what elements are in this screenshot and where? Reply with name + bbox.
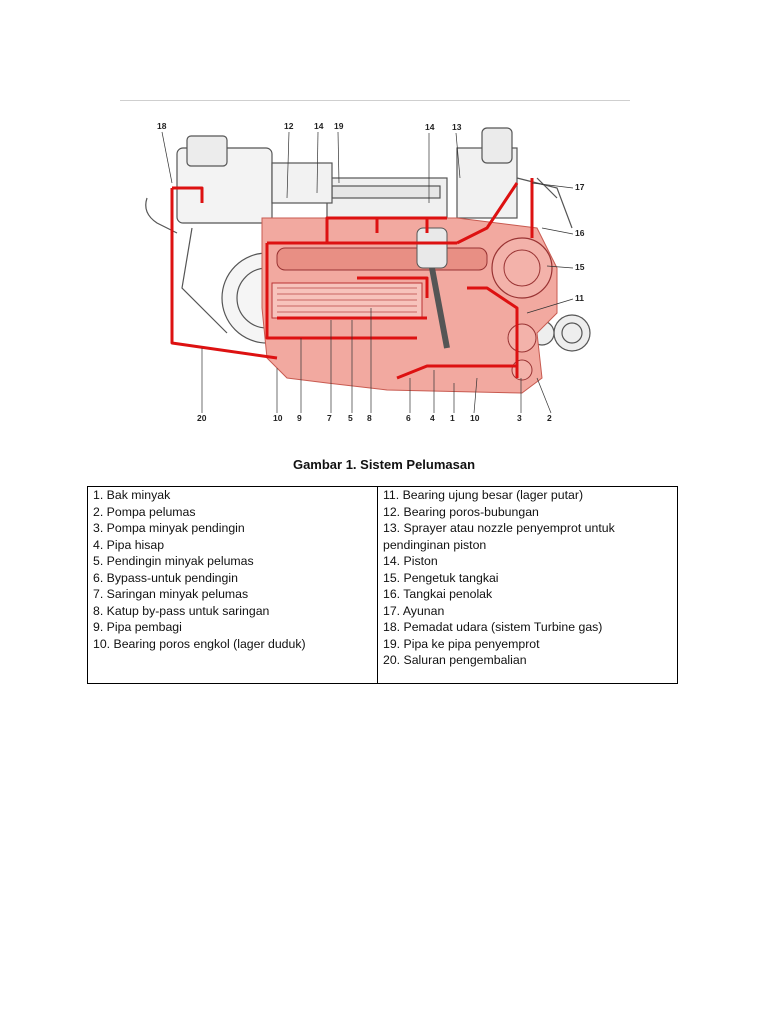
svg-text:19: 19 bbox=[334, 121, 344, 131]
svg-text:11: 11 bbox=[575, 293, 584, 303]
engine-lubrication-figure: 18 12 14 19 14 13 17 16 15 11 20 10 9 7 … bbox=[127, 108, 610, 438]
legend-item: 3. Pompa minyak pendingin bbox=[93, 521, 245, 535]
svg-text:8: 8 bbox=[367, 413, 372, 423]
legend-item: 20. Saluran pengembalian bbox=[383, 653, 527, 667]
legend-item: 2. Pompa pelumas bbox=[93, 504, 196, 519]
legend-item: 12. Bearing poros-bubungan bbox=[383, 504, 539, 519]
svg-text:10: 10 bbox=[470, 413, 480, 423]
svg-text:2: 2 bbox=[547, 413, 552, 423]
top-rule bbox=[120, 100, 630, 101]
lubrication-zone bbox=[261, 217, 558, 394]
svg-text:16: 16 bbox=[575, 228, 585, 238]
svg-text:6: 6 bbox=[406, 413, 411, 423]
legend-column-left: 1. Bak minyak 2. Pompa pelumas 3. Pompa … bbox=[88, 487, 378, 683]
svg-text:1: 1 bbox=[450, 413, 455, 423]
callout-labels-bottom: 20 10 9 7 5 8 6 4 1 10 3 2 bbox=[197, 413, 552, 423]
svg-text:18: 18 bbox=[157, 121, 167, 131]
legend-item: 7. Saringan minyak pelumas bbox=[93, 587, 249, 601]
svg-text:4: 4 bbox=[430, 413, 435, 423]
figure-caption: Gambar 1. Sistem Pelumasan bbox=[292, 457, 476, 472]
legend-item: 11. Bearing ujung besar (lager putar) bbox=[383, 488, 584, 502]
legend-item: 15. Pengetuk tangkai bbox=[383, 570, 499, 585]
legend-column-right: 11. Bearing ujung besar (lager putar) 12… bbox=[378, 487, 677, 683]
legend-item: 9. Pipa pembagi bbox=[93, 620, 182, 634]
svg-text:10: 10 bbox=[273, 413, 283, 423]
svg-text:14: 14 bbox=[425, 122, 435, 132]
legend-table: 1. Bak minyak 2. Pompa pelumas 3. Pompa … bbox=[87, 486, 678, 684]
callout-labels-top: 18 12 14 19 14 13 bbox=[157, 121, 462, 132]
legend-item: 16. Tangkai penolak bbox=[383, 587, 493, 601]
svg-text:7: 7 bbox=[327, 413, 332, 423]
svg-text:9: 9 bbox=[297, 413, 302, 423]
legend-item: 1. Bak minyak bbox=[93, 488, 171, 502]
legend-item: 4. Pipa hisap bbox=[93, 537, 165, 552]
svg-text:5: 5 bbox=[348, 413, 353, 423]
callout-leaders bbox=[161, 131, 574, 414]
svg-text:17: 17 bbox=[575, 182, 585, 192]
svg-text:15: 15 bbox=[575, 262, 585, 272]
callout-labels-right: 17 16 15 11 bbox=[575, 182, 585, 303]
legend-item: 14. Piston bbox=[383, 554, 438, 568]
legend-item: 6. Bypass-untuk pendingin bbox=[93, 570, 238, 585]
svg-text:13: 13 bbox=[452, 122, 462, 132]
svg-text:14: 14 bbox=[314, 121, 324, 131]
legend-item: 17. Ayunan bbox=[383, 603, 445, 618]
oil-lines bbox=[170, 178, 534, 380]
svg-text:12: 12 bbox=[284, 121, 294, 131]
svg-text:3: 3 bbox=[517, 413, 522, 423]
legend-item: 8. Katup by-pass untuk saringan bbox=[93, 603, 270, 618]
legend-item: 10. Bearing poros engkol (lager duduk) bbox=[93, 636, 306, 651]
svg-text:20: 20 bbox=[197, 413, 207, 423]
engine-illustration: 18 12 14 19 14 13 17 16 15 11 20 10 9 7 … bbox=[145, 121, 591, 423]
legend-item: 5. Pendingin minyak pelumas bbox=[93, 554, 254, 568]
legend-item: 19. Pipa ke pipa penyemprot bbox=[383, 636, 540, 651]
legend-item: 18. Pemadat udara (sistem Turbine gas) bbox=[383, 620, 603, 634]
legend-item: 13. Sprayer atau nozzle penyemprot untuk… bbox=[383, 521, 615, 552]
